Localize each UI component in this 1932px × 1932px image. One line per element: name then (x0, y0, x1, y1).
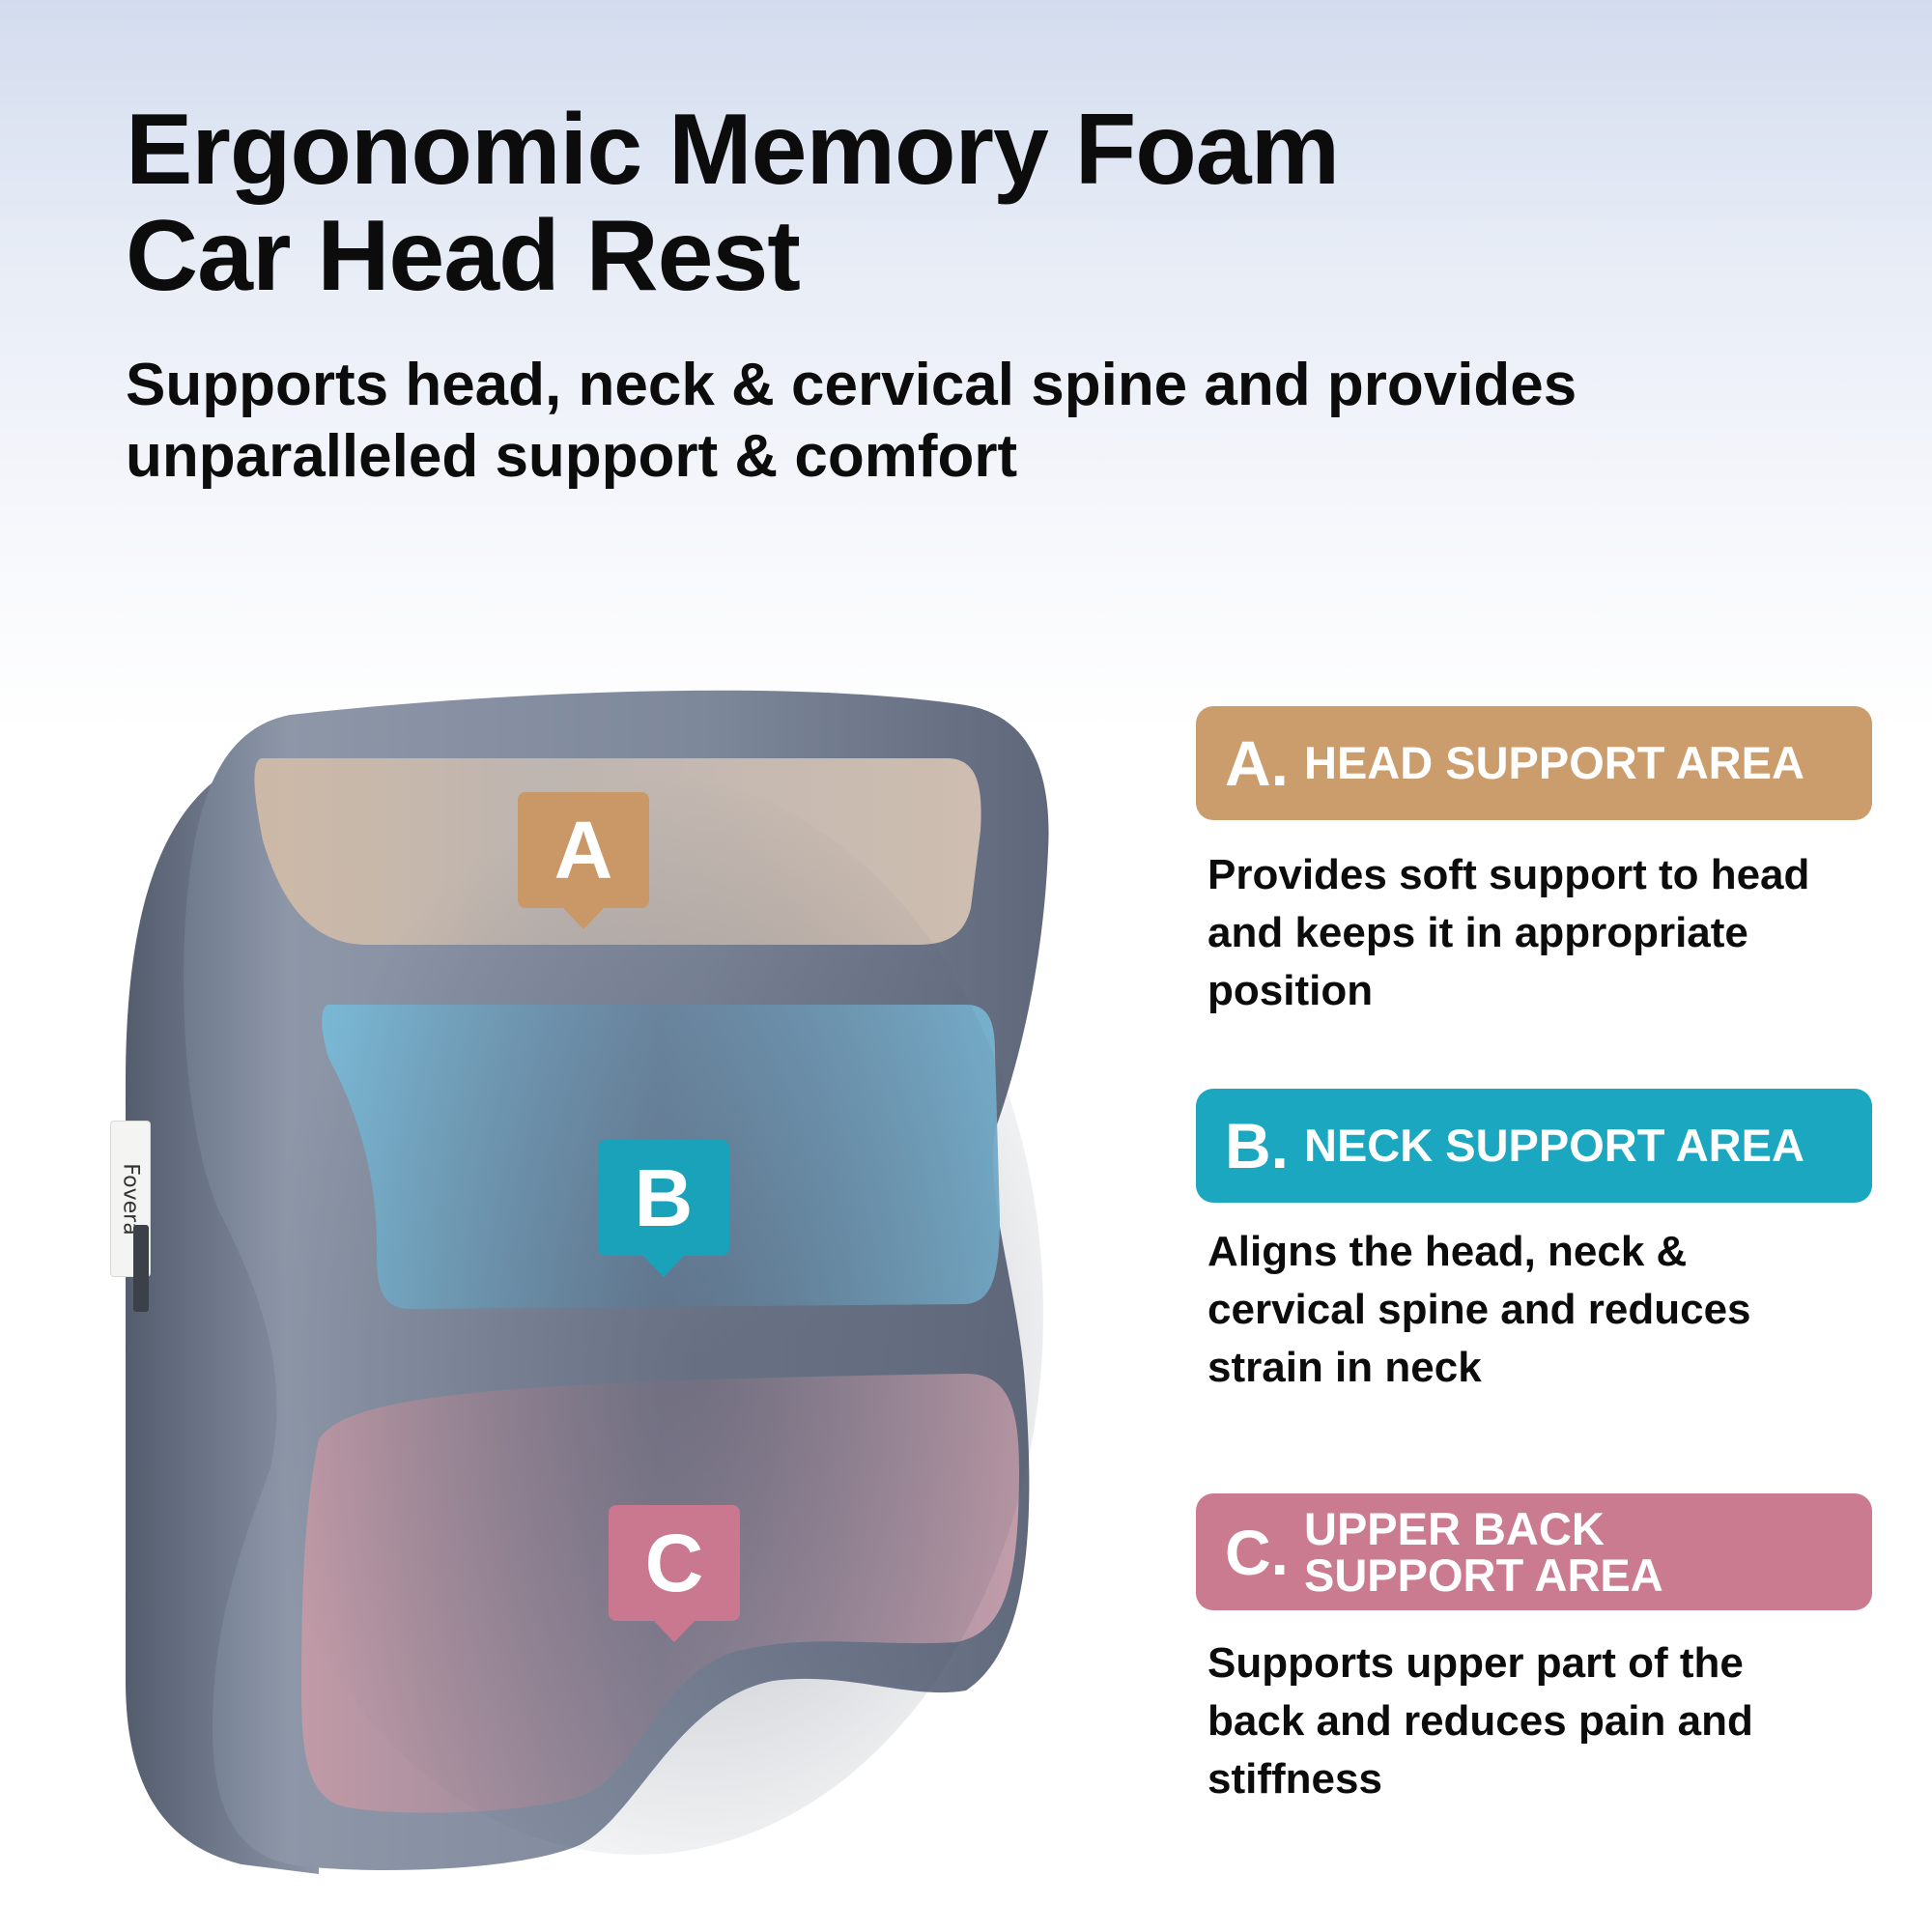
page-subtitle: Supports head, neck & cervical spine and… (126, 350, 1719, 493)
zone-c-label-box: C. UPPER BACK SUPPORT AREA (1196, 1493, 1872, 1610)
zone-b-description: Aligns the head, neck & cervical spine a… (1208, 1223, 1884, 1397)
marker-c: C (609, 1505, 740, 1642)
zone-c-label-line-2: SUPPORT AREA (1304, 1548, 1663, 1601)
zone-c-desc-line-2: back and reduces pain and (1208, 1697, 1753, 1745)
pillow-strap (133, 1225, 149, 1312)
zone-c-letter: C. (1225, 1516, 1289, 1588)
zone-b-desc-line-2: cervical spine and reduces (1208, 1286, 1751, 1333)
zone-c-desc-line-3: stiffness (1208, 1755, 1382, 1803)
zone-b-desc-line-3: strain in neck (1208, 1344, 1482, 1391)
zone-b-desc-line-1: Aligns the head, neck & (1208, 1228, 1688, 1275)
marker-b: B (598, 1140, 729, 1277)
headrest-pillow-image: A B C Fovera (97, 676, 1063, 1893)
zone-c-description: Supports upper part of the back and redu… (1208, 1634, 1884, 1808)
zone-a-desc-line-2: and keeps it in appropriate (1208, 909, 1748, 956)
zone-a-desc-line-3: position (1208, 967, 1374, 1014)
zone-c-desc-line-1: Supports upper part of the (1208, 1639, 1744, 1687)
page-title: Ergonomic Memory Foam Car Head Rest (126, 97, 1575, 309)
zone-c-label: UPPER BACK SUPPORT AREA (1304, 1502, 1663, 1601)
zone-a-description: Provides soft support to head and keeps … (1208, 846, 1884, 1020)
title-line-1: Ergonomic Memory Foam (126, 94, 1340, 206)
zone-b-label-box: B. NECK SUPPORT AREA (1196, 1089, 1872, 1203)
subtitle-line-2: unparalleled support & comfort (126, 423, 1018, 490)
zone-b-letter: B. (1225, 1110, 1289, 1181)
zone-a-label-box: A. HEAD SUPPORT AREA (1196, 706, 1872, 820)
zone-a-desc-line-1: Provides soft support to head (1208, 851, 1810, 898)
zone-b-label: NECK SUPPORT AREA (1304, 1120, 1804, 1171)
zone-a-label: HEAD SUPPORT AREA (1304, 737, 1804, 788)
zone-c-label-line-1: UPPER BACK (1304, 1502, 1605, 1554)
marker-a: A (518, 792, 649, 929)
title-line-2: Car Head Rest (126, 200, 801, 312)
zone-a-letter: A. (1225, 727, 1289, 799)
subtitle-line-1: Supports head, neck & cervical spine and… (126, 352, 1577, 418)
